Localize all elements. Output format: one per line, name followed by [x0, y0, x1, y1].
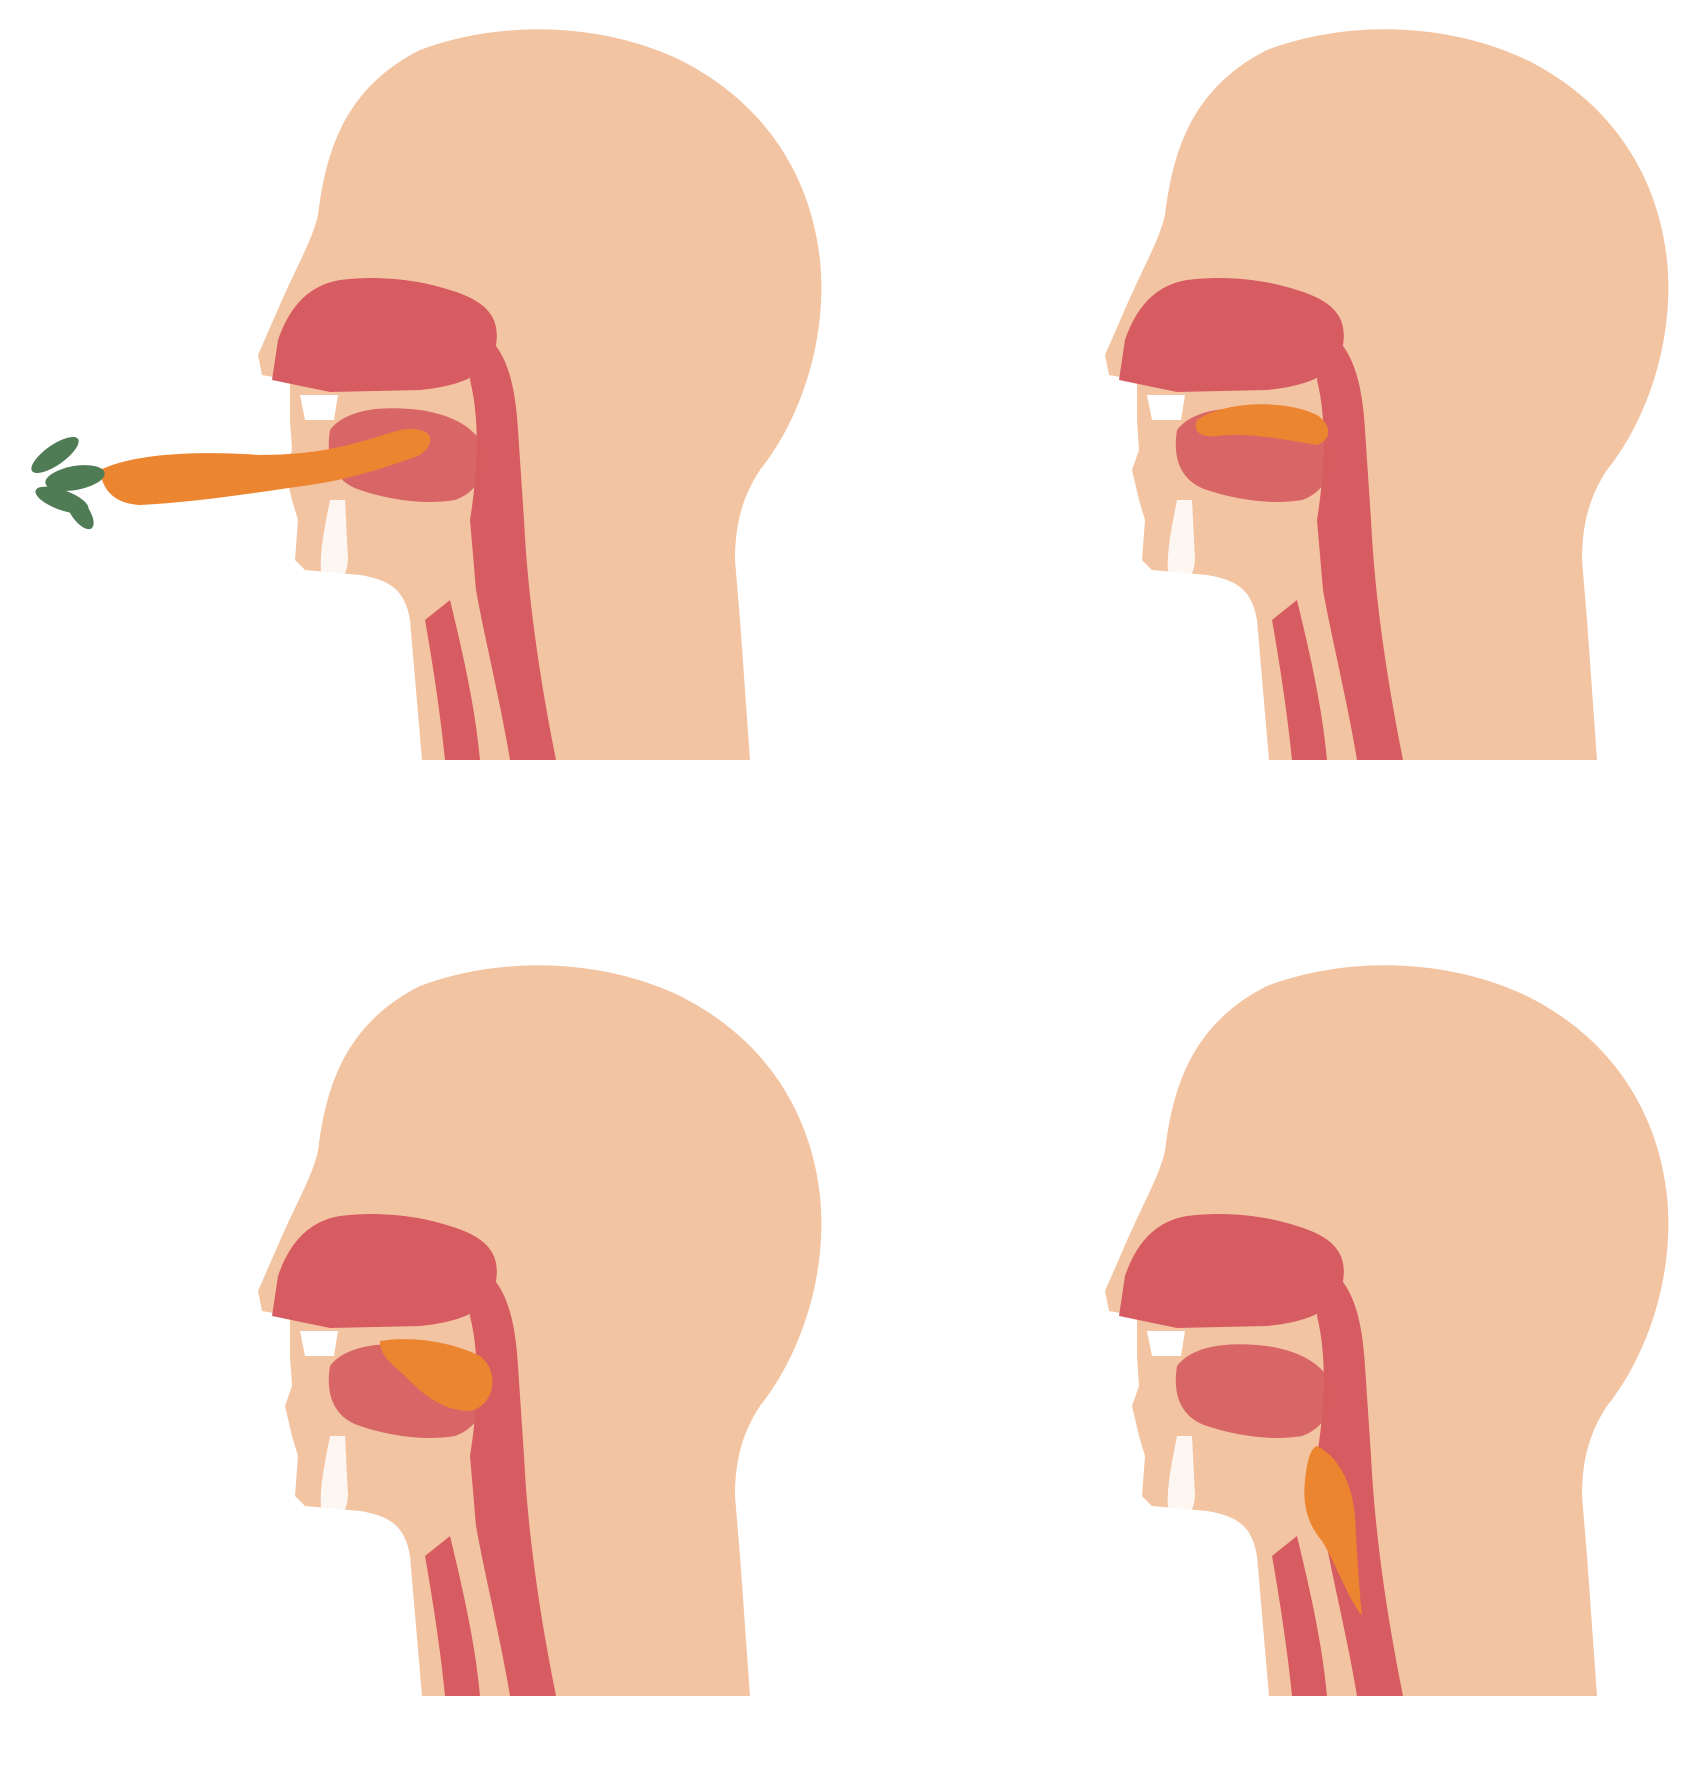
- head-illustration-4: [847, 936, 1693, 1781]
- head-illustration-2: [847, 0, 1693, 845]
- panel-bolus-in-throat: [847, 936, 1693, 1781]
- panel-chewing: [0, 0, 846, 845]
- panel-bolus-on-tongue: [847, 0, 1693, 845]
- carrot-leaves: [26, 431, 106, 534]
- panel-bolus-at-back: [0, 936, 846, 1781]
- head-illustration-1: [0, 0, 846, 845]
- head-illustration-3: [0, 936, 846, 1781]
